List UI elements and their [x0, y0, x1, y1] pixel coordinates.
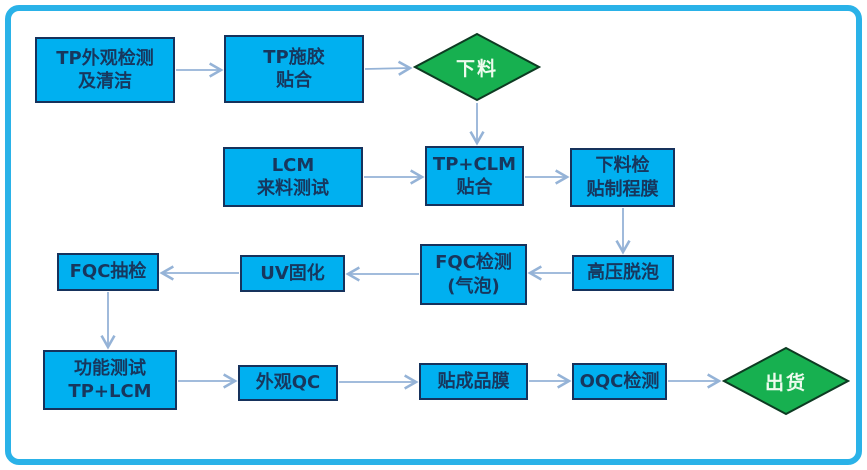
node-apply-finished-film: 贴成品膜	[419, 363, 528, 400]
node-tp-clm-lamination: TP+CLM 贴合	[425, 146, 524, 206]
node-blanking-check-process-film: 下料检 贴制程膜	[570, 148, 675, 207]
node-label: TP施胶 贴合	[263, 46, 325, 91]
node-lcm-incoming-test: LCM 来料测试	[223, 147, 363, 207]
node-label: 功能测试 TP+LCM	[68, 357, 152, 402]
diamond-shape	[413, 32, 541, 102]
node-autoclave-defoaming: 高压脱泡	[572, 255, 674, 291]
node-label: FQC抽检	[69, 261, 147, 283]
diamond-shape	[722, 346, 850, 416]
node-label: UV固化	[260, 262, 325, 284]
decision-blanking: 下料	[413, 32, 541, 102]
node-appearance-qc: 外观QC	[238, 365, 338, 401]
node-tp-glue-lamination: TP施胶 贴合	[224, 35, 364, 103]
node-label: LCM 来料测试	[257, 154, 329, 199]
node-label: 外观QC	[255, 372, 321, 394]
node-fqc-bubble-test: FQC检测 (气泡)	[420, 244, 527, 305]
node-label: TP+CLM 贴合	[432, 153, 517, 198]
node-label: TP外观检测 及清洁	[56, 47, 154, 92]
node-label: 下料检 贴制程膜	[586, 155, 659, 200]
node-oqc-inspection: OQC检测	[572, 363, 667, 400]
node-function-test-tp-lcm: 功能测试 TP+LCM	[43, 350, 177, 410]
node-tp-appearance-inspection: TP外观检测 及清洁	[35, 37, 175, 103]
node-label: FQC检测 (气泡)	[435, 252, 512, 297]
arrow-tp-glue-to-blanking	[364, 60, 413, 76]
decision-shipment: 出货	[722, 346, 850, 416]
node-label: 高压脱泡	[587, 262, 659, 284]
node-label: 贴成品膜	[437, 370, 510, 392]
node-label: 出货	[764, 371, 807, 394]
node-label: 下料	[455, 57, 498, 80]
node-label: OQC检测	[579, 370, 660, 392]
node-fqc-sampling: FQC抽检	[57, 253, 159, 291]
node-uv-curing: UV固化	[240, 255, 345, 292]
outer-frame-border	[5, 5, 862, 465]
